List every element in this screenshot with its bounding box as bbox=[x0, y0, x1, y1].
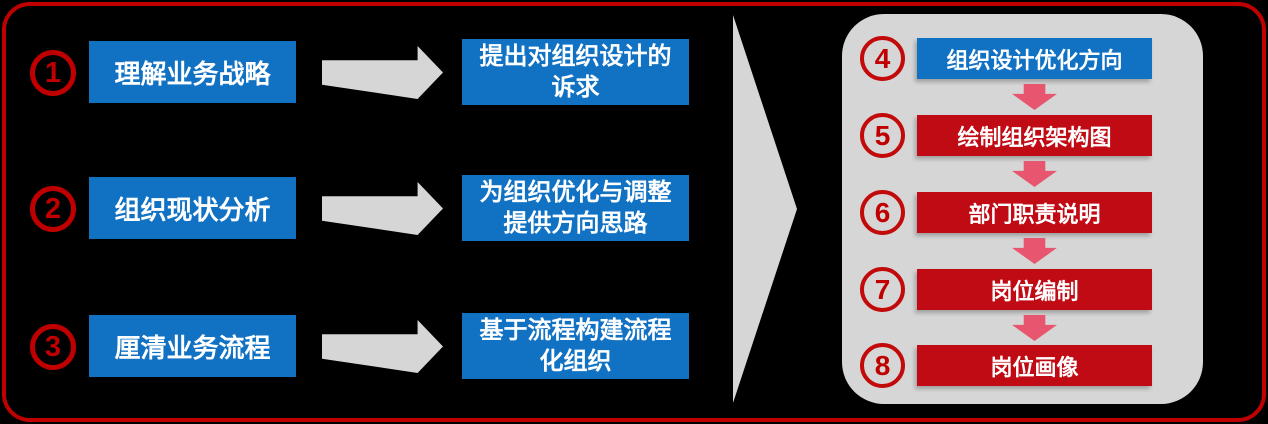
step-4-box: 组织设计优化方向 bbox=[917, 38, 1152, 79]
step-1-number: 1 bbox=[44, 56, 62, 89]
step-7-box: 岗位编制 bbox=[917, 269, 1152, 310]
step-5-number: 5 bbox=[874, 119, 891, 151]
step-8-box: 岗位画像 bbox=[917, 345, 1152, 386]
step-1-number-circle: 1 bbox=[30, 50, 76, 96]
step-3-box: 厘清业务流程 bbox=[89, 315, 296, 377]
step-6-box: 部门职责说明 bbox=[917, 192, 1152, 233]
step-4-number: 4 bbox=[874, 42, 891, 74]
step-8-number: 8 bbox=[874, 349, 891, 381]
step-8-number-circle: 8 bbox=[860, 343, 905, 388]
step-4-number-circle: 4 bbox=[860, 36, 905, 81]
step-5-number-circle: 5 bbox=[860, 113, 905, 158]
big-arrow-right-icon bbox=[733, 15, 797, 403]
right-panel: 4 组织设计优化方向 5 绘制组织架构图 6 部门职责说明 7 岗位编制 8 岗… bbox=[842, 14, 1203, 404]
step-6-number-circle: 6 bbox=[860, 190, 905, 235]
arrow-down-icon bbox=[1012, 161, 1057, 187]
arrow-down-icon bbox=[1012, 238, 1057, 264]
arrow-down-icon bbox=[1012, 315, 1057, 341]
step-2-result-box: 为组织优化与调整提供方向思路 bbox=[462, 175, 689, 241]
step-1-result-box: 提出对组织设计的诉求 bbox=[462, 39, 689, 105]
step-7-number: 7 bbox=[874, 273, 891, 305]
step-2-box: 组织现状分析 bbox=[89, 177, 296, 239]
arrow-right-icon bbox=[322, 320, 443, 373]
arrow-right-icon bbox=[322, 182, 443, 235]
step-2-number: 2 bbox=[44, 192, 62, 225]
step-5-box: 绘制组织架构图 bbox=[917, 115, 1152, 156]
step-7-number-circle: 7 bbox=[860, 267, 905, 312]
step-3-result-box: 基于流程构建流程化组织 bbox=[462, 313, 689, 379]
step-1-box: 理解业务战略 bbox=[89, 41, 296, 103]
arrow-down-icon bbox=[1012, 84, 1057, 110]
step-3-number-circle: 3 bbox=[30, 324, 76, 370]
arrow-right-icon bbox=[322, 46, 443, 99]
step-3-number: 3 bbox=[44, 330, 62, 363]
step-2-number-circle: 2 bbox=[30, 186, 76, 232]
step-6-number: 6 bbox=[874, 196, 891, 228]
